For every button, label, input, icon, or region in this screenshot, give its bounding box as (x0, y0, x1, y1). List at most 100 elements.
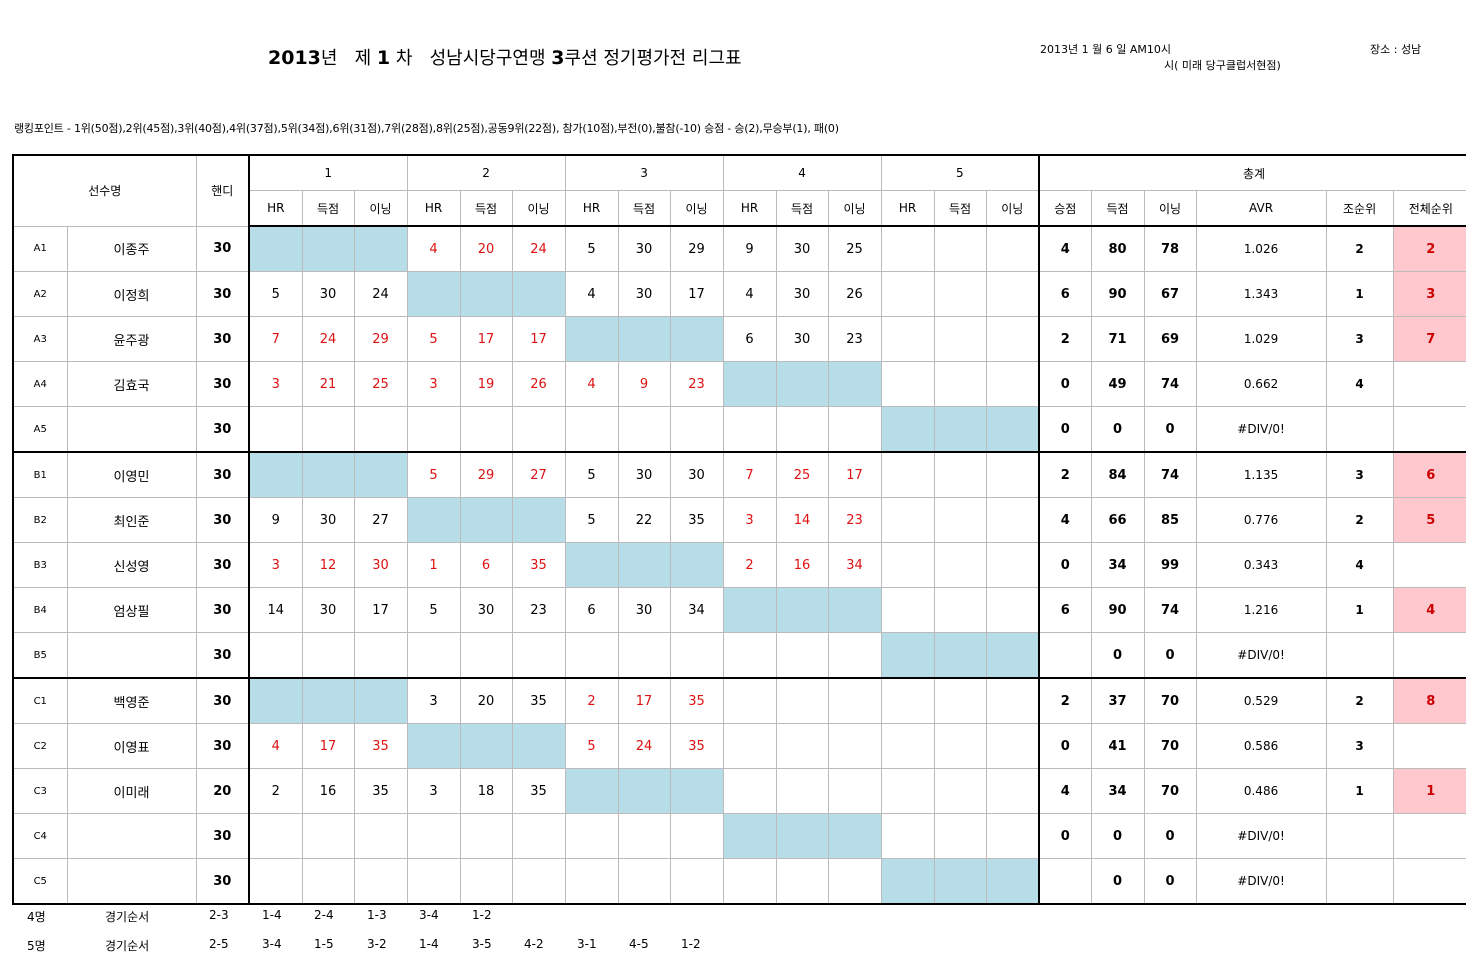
order-match: 1-5 (314, 937, 334, 951)
game-1-hr: 4 (248, 723, 303, 769)
game-3-inning (669, 632, 724, 679)
self-match-cell (722, 587, 777, 633)
game-1-score (301, 406, 355, 453)
game-4-hr: 4 (722, 271, 777, 317)
overall-rank: 3 (1392, 271, 1466, 317)
self-match-cell (985, 406, 1041, 453)
self-match-cell (669, 316, 724, 362)
self-match-cell (880, 406, 935, 453)
group-rank: 2 (1325, 677, 1394, 724)
game-3-hr: 5 (564, 451, 619, 498)
average: 0.529 (1195, 677, 1327, 724)
game-4-score (775, 406, 829, 453)
player-code: A2 (12, 271, 68, 317)
average: #DIV/0! (1195, 813, 1327, 859)
game-2-score: 30 (459, 587, 513, 633)
group-rank (1325, 858, 1394, 905)
round-3-col-2-header: 득점 (617, 190, 671, 227)
self-match-cell (933, 632, 987, 679)
self-match-cell (985, 858, 1041, 905)
round-header-1: 1 (248, 154, 408, 191)
player-name: 엄상필 (66, 587, 197, 633)
player-code: A4 (12, 361, 68, 407)
self-match-cell (301, 451, 355, 498)
total-points: 6 (1038, 587, 1092, 633)
player-code: C5 (12, 858, 68, 905)
total-innings: 74 (1143, 361, 1197, 407)
total-innings: 74 (1143, 451, 1197, 498)
game-2-inning (511, 632, 566, 679)
total-innings: 67 (1143, 271, 1197, 317)
game-4-score: 30 (775, 225, 829, 272)
player-handicap: 30 (195, 271, 250, 317)
player-code: A5 (12, 406, 68, 453)
total-innings: 0 (1143, 813, 1197, 859)
overall-rank (1392, 632, 1466, 679)
total-points: 2 (1038, 677, 1092, 724)
title-cushion: 3 (551, 47, 565, 69)
player-name: 이종주 (66, 225, 197, 272)
game-4-inning: 23 (827, 316, 882, 362)
order-match: 4-5 (629, 937, 649, 951)
self-match-cell (301, 225, 355, 272)
self-match-cell (933, 406, 987, 453)
game-5-hr (880, 361, 935, 407)
game-5-score (933, 677, 987, 724)
total-score: 34 (1090, 768, 1145, 814)
game-4-score (775, 677, 829, 724)
game-3-inning (669, 406, 724, 453)
game-3-hr: 5 (564, 723, 619, 769)
game-3-hr (564, 632, 619, 679)
total-points: 0 (1038, 361, 1092, 407)
group-rank: 1 (1325, 587, 1394, 633)
game-4-score: 25 (775, 451, 829, 498)
player-handicap: 30 (195, 361, 250, 407)
game-4-inning: 25 (827, 225, 882, 272)
game-4-hr (722, 632, 777, 679)
game-1-hr (248, 813, 303, 859)
game-2-inning: 35 (511, 768, 566, 814)
overall-rank: 6 (1392, 451, 1466, 498)
game-3-inning (669, 813, 724, 859)
game-2-hr (406, 632, 461, 679)
round-header-3: 3 (564, 154, 724, 191)
game-4-score: 14 (775, 497, 829, 543)
order-match: 3-2 (367, 937, 387, 951)
total-col-4-header: AVR (1195, 190, 1327, 227)
game-1-inning: 35 (353, 723, 408, 769)
game-1-score: 17 (301, 723, 355, 769)
game-2-score (459, 858, 513, 905)
game-4-hr (722, 723, 777, 769)
player-handicap: 30 (195, 587, 250, 633)
group-rank: 1 (1325, 271, 1394, 317)
player-handicap: 30 (195, 542, 250, 588)
player-code: B5 (12, 632, 68, 679)
player-handicap: 30 (195, 316, 250, 362)
game-5-score (933, 316, 987, 362)
self-match-cell (301, 677, 355, 724)
self-match-cell (353, 677, 408, 724)
game-1-inning: 24 (353, 271, 408, 317)
total-score: 66 (1090, 497, 1145, 543)
self-match-cell (722, 361, 777, 407)
overall-rank: 2 (1392, 225, 1466, 272)
game-4-inning: 17 (827, 451, 882, 498)
average: #DIV/0! (1195, 858, 1327, 905)
game-1-hr (248, 406, 303, 453)
game-4-score (775, 768, 829, 814)
self-match-cell (722, 813, 777, 859)
game-4-hr: 3 (722, 497, 777, 543)
game-2-hr: 3 (406, 677, 461, 724)
player-handicap: 20 (195, 768, 250, 814)
total-points: 2 (1038, 451, 1092, 498)
game-1-score: 30 (301, 271, 355, 317)
overall-rank (1392, 361, 1466, 407)
game-5-hr (880, 225, 935, 272)
game-3-score: 30 (617, 225, 671, 272)
group-rank (1325, 813, 1394, 859)
